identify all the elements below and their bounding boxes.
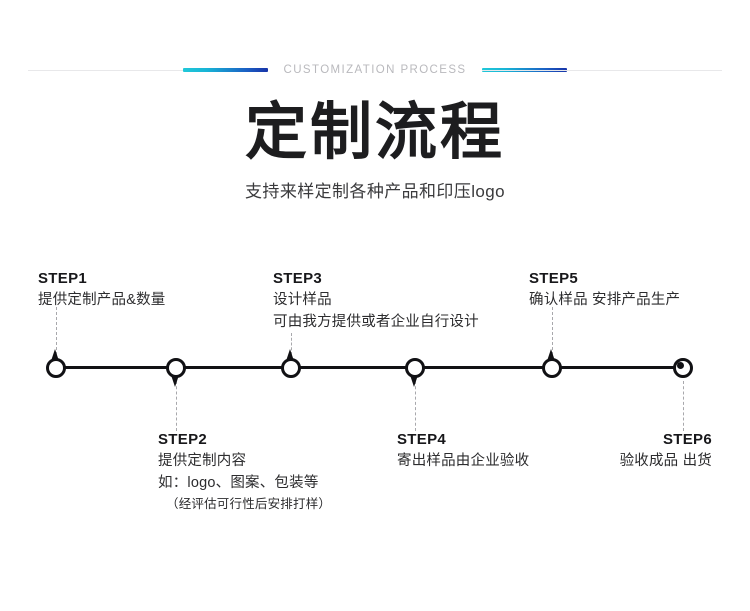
pin-up-icon: [286, 349, 294, 361]
connector-step2: [176, 381, 177, 431]
step-block-step1: STEP1 提供定制产品&数量: [38, 269, 165, 311]
eyebrow-rule-left: [3, 68, 268, 72]
step-line-step4-0: 寄出样品由企业验收: [397, 453, 530, 469]
eyebrow-rule-right: [482, 68, 747, 72]
step-line-step1-0: 提供定制产品&数量: [38, 292, 166, 308]
step-block-step4: STEP4 寄出样品由企业验收: [397, 430, 529, 472]
step-note-step2: （经评估可行性后安排打样）: [166, 497, 332, 511]
timeline-marker-step3[interactable]: [278, 349, 304, 381]
pin-down-icon: [171, 375, 179, 387]
step-block-step6: STEP6 验收成品 出货: [620, 430, 712, 472]
connector-step4: [415, 381, 416, 431]
pin-up-icon: [547, 349, 555, 361]
eyebrow-label: CUSTOMIZATION PROCESS: [283, 64, 467, 76]
timeline-axis: [56, 366, 684, 369]
timeline-marker-step5[interactable]: [539, 349, 565, 381]
eyebrow-hairline-right: [482, 70, 723, 71]
section-eyebrow: CUSTOMIZATION PROCESS: [0, 58, 750, 82]
step-title-step3: STEP3: [273, 270, 323, 287]
step-line-step5-0: 确认样品 安排产品生产: [529, 292, 681, 308]
page-title: 定制流程: [244, 95, 505, 168]
pin-down-icon: [410, 375, 418, 387]
connector-step6: [683, 381, 684, 431]
circle-icon: [166, 358, 186, 378]
step-line-step6-0: 验收成品 出货: [619, 453, 712, 469]
step-block-step3: STEP3 设计样品 可由我方提供或者企业自行设计: [273, 269, 479, 333]
eyebrow-hairline-left: [27, 70, 268, 71]
step-line-step2-1: 如：logo、图案、包装等: [158, 475, 319, 491]
circle-icon: [542, 358, 562, 378]
step-title-step6: STEP6: [662, 431, 712, 448]
circle-icon: [405, 358, 425, 378]
connector-step1: [56, 307, 57, 355]
step-line-step2-0: 提供定制内容: [158, 453, 247, 469]
target-icon: [673, 358, 693, 378]
step-line-step3-1: 可由我方提供或者企业自行设计: [273, 314, 479, 330]
eyebrow-gradient-left: [182, 68, 268, 72]
connector-step3: [291, 333, 292, 355]
step-block-step5: STEP5 确认样品 安排产品生产: [529, 269, 680, 311]
step-title-step1: STEP1: [38, 270, 88, 287]
target-center-icon: [676, 361, 684, 369]
page-subtitle: 支持来样定制各种产品和印压logo: [245, 182, 505, 201]
circle-icon: [46, 358, 66, 378]
step-title-step2: STEP2: [158, 431, 208, 448]
timeline-marker-step4[interactable]: [402, 355, 428, 387]
timeline-marker-step2[interactable]: [163, 355, 189, 387]
step-line-step3-0: 设计样品: [273, 292, 332, 308]
pin-up-icon: [51, 349, 59, 361]
timeline-marker-step6[interactable]: [670, 355, 696, 381]
connector-step5: [552, 307, 553, 355]
circle-icon: [281, 358, 301, 378]
timeline-marker-step1[interactable]: [43, 349, 69, 381]
step-title-step5: STEP5: [529, 270, 579, 287]
step-title-step4: STEP4: [397, 431, 447, 448]
step-block-step2: STEP2 提供定制内容 如：logo、图案、包装等 （经评估可行性后安排打样）: [158, 430, 331, 514]
